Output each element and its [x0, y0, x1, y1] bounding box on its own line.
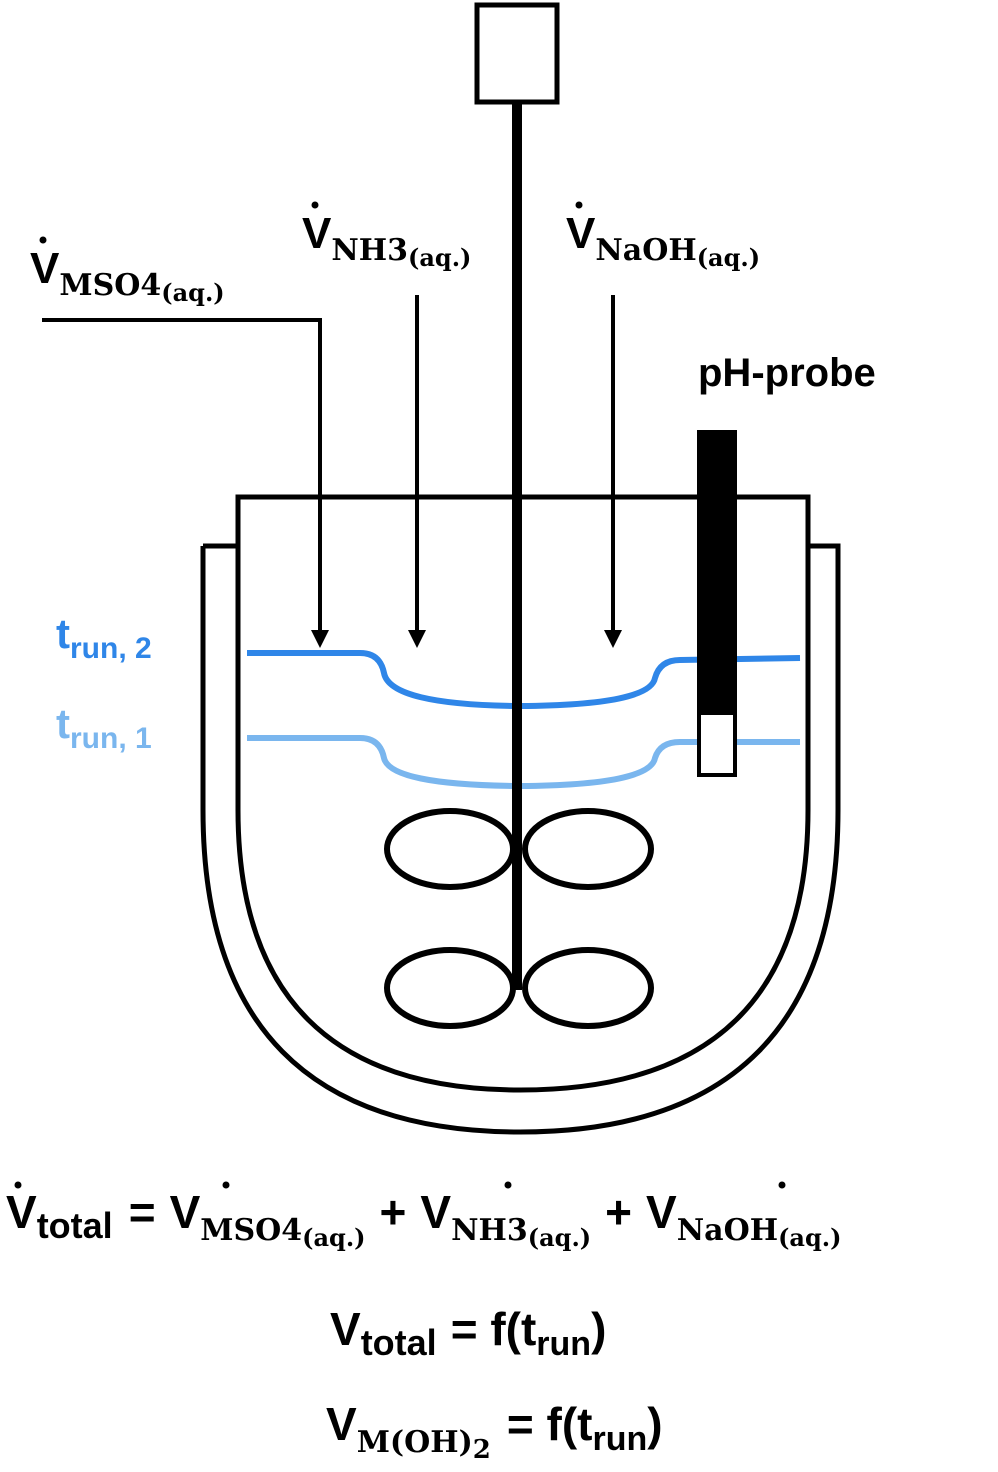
impeller-blade	[384, 808, 516, 890]
dot-accent	[575, 201, 583, 209]
ph-probe	[697, 430, 737, 713]
ph-probe-tip	[697, 711, 737, 777]
impeller-blade	[522, 808, 654, 890]
dot-accent	[504, 1181, 512, 1189]
equation-total-volume: Vtotal= f(trun)	[330, 1303, 606, 1363]
dot-accent	[778, 1181, 786, 1189]
arrow-head	[408, 630, 426, 648]
reactor-jacket	[200, 543, 841, 1135]
label-feed-naoh: VNaOH(aq.)	[566, 209, 760, 272]
label-level-run-1: trun, 1	[56, 700, 152, 755]
dot-accent	[14, 1181, 22, 1189]
dot-accent	[39, 236, 47, 244]
equation-hydroxide-volume: VM(OH)2= f(trun)	[326, 1398, 663, 1465]
arrow-head	[311, 630, 329, 648]
impeller-blade	[384, 947, 516, 1029]
reactor-vessel	[235, 494, 811, 1093]
impeller-blade	[522, 947, 654, 1029]
feed-line-mso4	[42, 318, 322, 632]
dot-accent	[222, 1181, 230, 1189]
label-ph-probe: pH-probe	[698, 351, 876, 395]
label-feed-mso4: VMSO4(aq.)	[30, 244, 225, 307]
dot-accent	[311, 201, 319, 209]
arrow-head	[604, 630, 622, 648]
label-level-run-2: trun, 2	[56, 610, 152, 665]
label-feed-nh3: VNH3(aq.)	[302, 209, 471, 272]
stirrer-motor	[474, 2, 560, 105]
equation-total-flow: Vtotal=VMSO4(aq.)+VNH3(aq.)+VNaOH(aq.)	[6, 1186, 841, 1252]
